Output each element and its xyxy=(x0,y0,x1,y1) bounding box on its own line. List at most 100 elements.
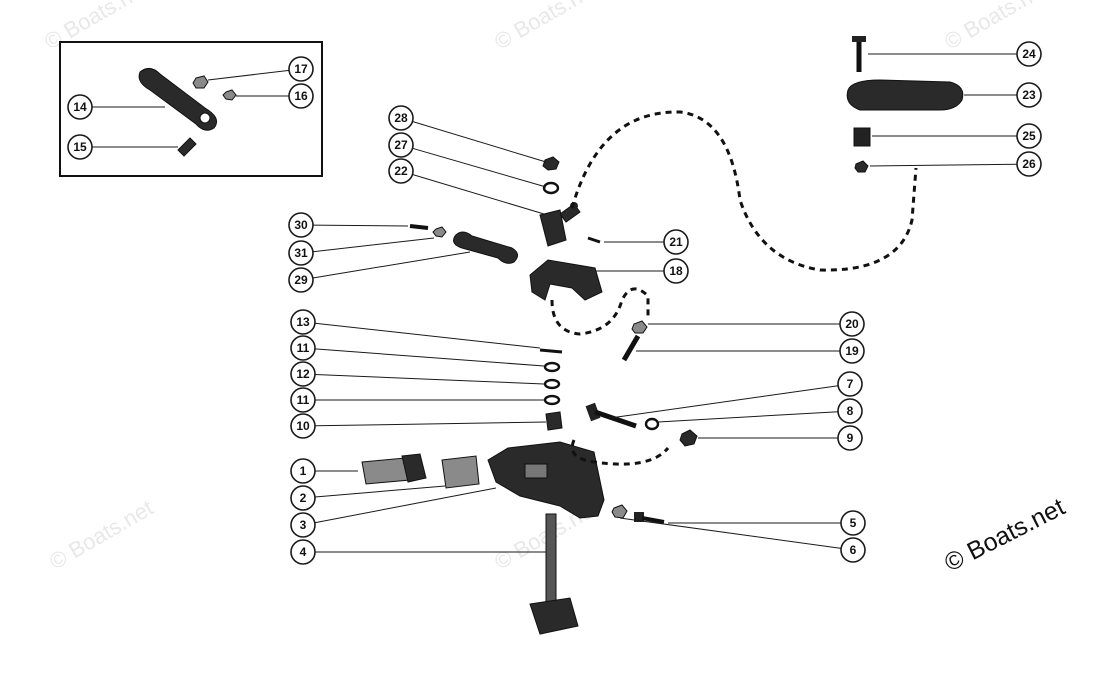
leader-line-c6 xyxy=(619,517,842,549)
callout-circle-c31 xyxy=(288,240,314,266)
callout-c15: 15 xyxy=(67,134,93,160)
callout-c28: 28 xyxy=(388,105,414,131)
callout-c8: 8 xyxy=(837,398,863,424)
part-3-main-bracket xyxy=(487,441,605,519)
callout-label-c20: 20 xyxy=(845,317,859,331)
callout-c4: 4 xyxy=(290,539,316,565)
part-13-pin xyxy=(539,348,563,354)
part-19-screw xyxy=(621,334,641,362)
faint-watermark-2: © Boats.net xyxy=(490,0,602,54)
callout-c24: 24 xyxy=(1016,41,1042,67)
callout-label-c10: 10 xyxy=(296,419,310,433)
part-31-nut xyxy=(432,226,447,238)
leader-line-c26 xyxy=(869,163,1018,167)
part-9-nut xyxy=(679,429,698,447)
callout-c2: 2 xyxy=(290,485,316,511)
callout-circle-c16 xyxy=(288,83,314,109)
callout-circle-c30 xyxy=(288,212,314,238)
callout-label-c5: 5 xyxy=(850,516,857,530)
callout-c10: 10 xyxy=(290,413,316,439)
callout-circle-c26 xyxy=(1016,151,1042,177)
leader-line-c3 xyxy=(314,487,497,524)
callout-circle-c23 xyxy=(1016,82,1042,108)
callout-label-c19: 19 xyxy=(845,344,859,358)
inset-nut-17-part xyxy=(192,75,209,89)
callout-c29: 29 xyxy=(288,267,314,293)
callout-c9: 9 xyxy=(837,425,863,451)
callout-label-c25: 25 xyxy=(1022,129,1036,143)
callout-c27: 27 xyxy=(388,132,414,158)
callout-c5: 5 xyxy=(840,510,866,536)
callout-circle-c7 xyxy=(837,371,863,397)
part-5-screw xyxy=(634,512,665,524)
leader-line-c2 xyxy=(314,485,446,498)
callout-circle-c25 xyxy=(1016,123,1042,149)
part-27-washer xyxy=(542,181,560,195)
leader-line-c31 xyxy=(312,237,435,253)
callout-label-c11a: 11 xyxy=(297,341,310,355)
callout-c17: 17 xyxy=(288,56,314,82)
callout-label-c18: 18 xyxy=(669,264,683,278)
callout-circle-c15 xyxy=(67,134,93,160)
leader-line-c22 xyxy=(412,174,545,215)
callout-c26: 26 xyxy=(1016,151,1042,177)
callout-circle-c10 xyxy=(290,413,316,439)
callout-circle-c28 xyxy=(388,105,414,131)
callout-c19: 19 xyxy=(839,338,865,364)
callout-circle-c3 xyxy=(290,512,316,538)
callout-c22: 22 xyxy=(388,158,414,184)
callout-label-c17: 17 xyxy=(294,62,308,76)
callout-label-c21: 21 xyxy=(669,235,683,249)
part-24-screw xyxy=(852,36,866,72)
part-1-sleeve xyxy=(361,453,427,485)
leader-line-c17 xyxy=(207,69,290,81)
callout-c6: 6 xyxy=(840,537,866,563)
part-2-bushing xyxy=(441,455,480,489)
callout-label-c11b: 11 xyxy=(297,393,310,407)
callout-label-c14: 14 xyxy=(73,100,87,114)
part-29-link xyxy=(453,231,518,264)
callout-c3: 3 xyxy=(290,512,316,538)
leader-line-c8 xyxy=(657,411,839,423)
callout-circle-c12 xyxy=(290,361,316,387)
callout-circle-c14 xyxy=(67,94,93,120)
part-11-ring-upper xyxy=(543,361,561,373)
callout-circle-c6 xyxy=(840,537,866,563)
leader-line-c10 xyxy=(314,421,547,427)
callout-label-c7: 7 xyxy=(847,377,854,391)
leader-line-c30 xyxy=(312,224,409,227)
part-6-nut xyxy=(611,504,628,519)
callout-c11b: 11 xyxy=(290,387,316,413)
callout-circle-c29 xyxy=(288,267,314,293)
callout-c23: 23 xyxy=(1016,82,1042,108)
part-8-washer xyxy=(644,417,660,431)
part-12-ring xyxy=(543,378,561,390)
part-4-shaft xyxy=(529,513,579,635)
callout-circle-c1 xyxy=(290,458,316,484)
inset-lever-part xyxy=(138,68,217,131)
callout-circle-c24 xyxy=(1016,41,1042,67)
callout-circle-c21 xyxy=(663,229,689,255)
callout-label-c26: 26 xyxy=(1022,157,1036,171)
callout-label-c3: 3 xyxy=(300,518,307,532)
callout-c11a: 11 xyxy=(290,335,316,361)
part-18-bracket xyxy=(529,259,603,301)
part-21-pin xyxy=(587,236,601,244)
callout-circle-c13 xyxy=(290,309,316,335)
inset-screw-part xyxy=(177,137,197,157)
callout-c14: 14 xyxy=(67,94,93,120)
callout-c31: 31 xyxy=(288,240,314,266)
leader-line-c13 xyxy=(314,322,541,349)
dashed-line-bracket-loop xyxy=(550,287,650,336)
callout-circle-c17 xyxy=(288,56,314,82)
callout-circle-c11a xyxy=(290,335,316,361)
callout-label-c15: 15 xyxy=(73,140,87,154)
part-22-clamp xyxy=(539,202,581,247)
part-23-plate xyxy=(846,79,964,111)
callout-label-c27: 27 xyxy=(394,138,408,152)
callout-label-c16: 16 xyxy=(294,89,308,103)
callout-circle-c18 xyxy=(663,258,689,284)
callout-label-c4: 4 xyxy=(300,545,307,559)
part-11-ring-lower xyxy=(543,394,561,406)
assembly-dashed-lines xyxy=(550,110,918,466)
